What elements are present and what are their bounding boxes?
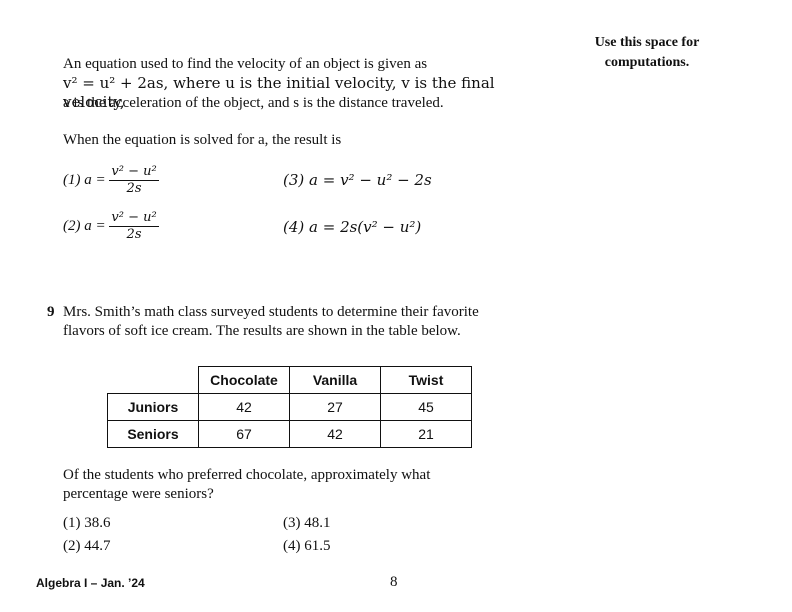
table-cell: 67 [198,420,290,448]
table-row: Seniors 67 42 21 [107,420,472,448]
q9-line1: Mrs. Smith’s math class surveyed student… [63,304,479,320]
scratch-space-title: Use this space for computations. [594,35,700,70]
table-row-label: Seniors [107,420,199,448]
q9-choice-3: (3) 48.1 [283,515,331,531]
table-row-label: Juniors [107,393,199,421]
q9-choice-1: (1) 38.6 [63,515,111,531]
table-header-cell: Vanilla [289,366,381,394]
table-cell: 27 [289,393,381,421]
table-header-row: Chocolate Vanilla Twist [108,366,472,394]
footer-exam-title: Algebra I – Jan. ’24 [36,576,145,590]
ice-cream-table: Chocolate Vanilla Twist Juniors 42 27 45… [107,366,472,448]
q9-choice-4: (4) 61.5 [283,538,331,554]
table-header-cell: Twist [380,366,472,394]
q8-choice-4: (4) a = 2s(v² − u²) [283,218,422,236]
fraction-denominator: 2s [126,181,142,196]
table-row: Juniors 42 27 45 [107,393,472,421]
table-corner [108,367,199,394]
choice-label: (2) a = [63,217,106,234]
q8-intro-line3: a is the acceleration of the object, and… [63,95,444,111]
fraction: v² − u² 2s [109,210,159,243]
q9-number: 9 [47,304,55,320]
q9-choice-2: (2) 44.7 [63,538,111,554]
q8-question: When the equation is solved for a, the r… [63,132,342,148]
q8-choice-3: (3) a = v² − u² − 2s [283,171,432,189]
page-number: 8 [390,574,398,590]
q8-choice-2: (2) a = v² − u² 2s [63,210,159,243]
fraction-numerator: v² − u² [109,210,159,227]
choice-label: (1) a = [63,171,106,188]
fraction-denominator: 2s [126,227,142,242]
fraction-numerator: v² − u² [109,164,159,181]
q8-choice-1: (1) a = v² − u² 2s [63,164,159,197]
table-cell: 21 [380,420,472,448]
q9-line2: flavors of soft ice cream. The results a… [63,323,461,339]
table-cell: 45 [380,393,472,421]
q8-formula-line: v² = u² + 2as, where u is the initial ve… [63,74,495,111]
q9-question-line2: percentage were seniors? [63,486,214,502]
q9-question-line1: Of the students who preferred chocolate,… [63,467,431,483]
fraction: v² − u² 2s [109,164,159,197]
table-header-cell: Chocolate [198,366,290,394]
table-cell: 42 [198,393,290,421]
table-cell: 42 [289,420,381,448]
q8-intro-line1: An equation used to find the velocity of… [63,56,428,72]
